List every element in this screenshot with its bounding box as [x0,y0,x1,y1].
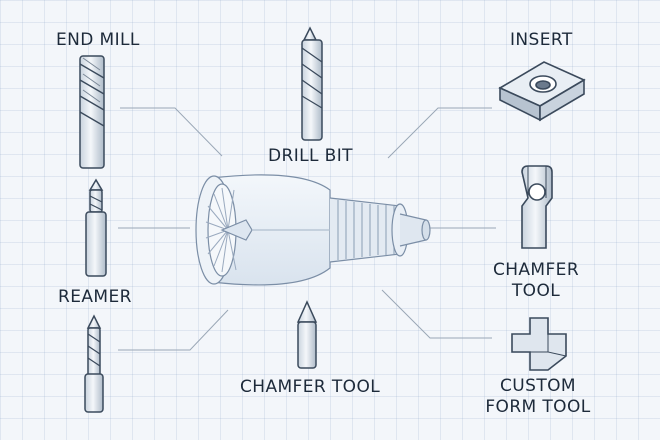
leader-insert [387,107,492,159]
leader-end-mill [120,107,223,157]
reamer-icon [85,178,107,277]
leader-custom-form [381,289,492,339]
label-chamfer-tool-right-line2: TOOL [511,281,561,301]
chamfer-tool-icon [521,165,553,249]
label-chamfer-tool-right: CHAMFER TOOL [486,260,586,302]
label-insert: INSERT [510,30,573,50]
long-drill-icon [84,314,104,413]
turbofan-engine-illustration [195,174,431,286]
custom-form-tool-icon [511,317,567,371]
label-custom-form-tool-line1: CUSTOM [500,376,576,396]
end-mill-icon [79,55,105,169]
leader-long-drill [118,309,229,351]
insert-icon [498,61,586,122]
leader-lines [118,107,496,351]
drill-bit-icon [301,26,323,141]
label-custom-form-tool: CUSTOM FORM TOOL [482,376,594,418]
label-chamfer-tool-bottom: CHAMFER TOOL [240,377,381,397]
label-drill-bit: DRILL BIT [268,146,353,166]
small-chamfer-tool-icon [296,300,318,369]
label-reamer: REAMER [58,287,132,307]
label-custom-form-tool-line2: FORM TOOL [485,397,591,417]
label-end-mill: END MILL [56,30,140,50]
label-chamfer-tool-right-line1: CHAMFER [492,260,580,280]
